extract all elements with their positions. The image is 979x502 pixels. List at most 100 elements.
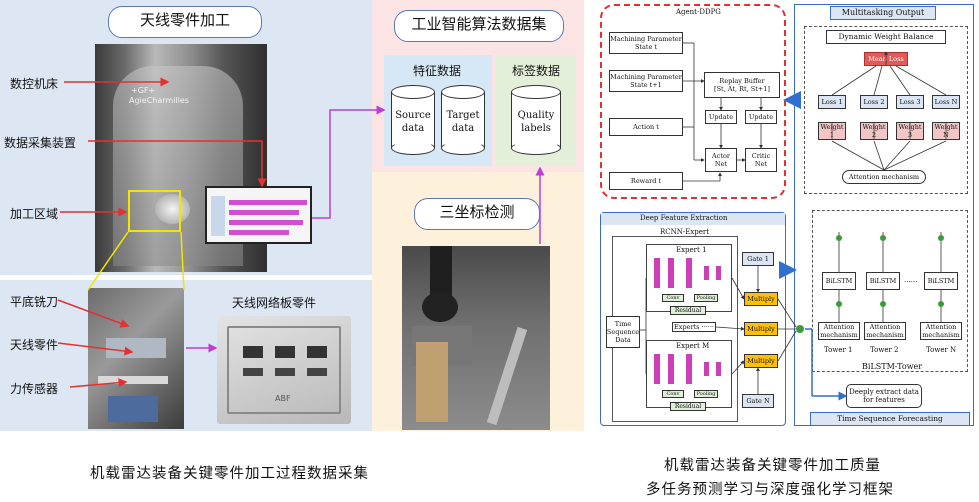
- actor-net-text: Actor Net: [712, 152, 730, 168]
- att1-box: Attention mechanism: [818, 322, 860, 340]
- time-input-box: Time Sequence Data: [606, 316, 640, 348]
- label-flat-cutter: 平底铣刀: [10, 295, 59, 309]
- source-text: Source data: [395, 110, 431, 134]
- tsf-text: Time Sequence Forecasting: [837, 414, 943, 423]
- agent-title: Agent-DDPG: [676, 8, 721, 16]
- residual1-text: Residual: [674, 306, 702, 314]
- residualM-box: Residual: [670, 402, 706, 411]
- bilstmN-text: BiLSTM: [927, 277, 955, 285]
- conv1-text: Conv: [666, 295, 680, 301]
- update-critic-text: Update: [748, 113, 774, 121]
- tower-dots: ······: [904, 278, 918, 286]
- attention-text: Attention mechanism: [848, 173, 920, 181]
- convM-text: Conv: [666, 391, 680, 397]
- expertM-title: Expert M: [676, 342, 710, 350]
- dataset-title: 工业智能算法数据集: [394, 10, 564, 42]
- tower2-label: Tower 2: [870, 346, 899, 354]
- loss3-text: Loss 3: [899, 98, 921, 106]
- quality-db-icon: Quality labels: [511, 85, 561, 155]
- label-data-acq: 数据采集装置: [4, 136, 77, 150]
- lossN-box: Loss N: [932, 95, 960, 109]
- right-caption-1: 机载雷达装备关键零件加工质量: [664, 458, 881, 474]
- label-force-sensor: 力传感器: [10, 382, 59, 396]
- critic-net-box: Critic Net: [745, 148, 777, 172]
- reward-box: Reward t: [609, 172, 683, 190]
- experts-text: Experts ······: [674, 323, 714, 331]
- multiply2-text: Multiply: [747, 325, 775, 333]
- source-db-icon: Source data: [391, 85, 435, 155]
- att2-box: Attention mechanism: [864, 322, 906, 340]
- part-stamp: ABF: [275, 394, 291, 403]
- left-caption: 机载雷达装备关键零件加工过程数据采集: [90, 466, 369, 482]
- loss3-box: Loss 3: [896, 95, 924, 109]
- multiply3-text: Multiply: [747, 357, 775, 365]
- antenna-panel-photo: ABF: [217, 316, 351, 424]
- replay-title: Replay Buffer: [719, 77, 765, 85]
- feature-title: 特征数据: [413, 64, 462, 78]
- reward-text: Reward t: [630, 177, 662, 185]
- gateN-text: Gate N: [746, 397, 770, 405]
- action-box: Action t: [609, 118, 683, 136]
- state-t1-box: Machining Parameter State t+1: [609, 70, 683, 92]
- machining-title: 天线零件加工: [108, 6, 262, 38]
- dwb-frame: [804, 26, 968, 194]
- machine-logo: +GF+: [131, 86, 156, 95]
- bilstm-tower-frame: [812, 210, 968, 372]
- bilstm1-text: BiLSTM: [825, 277, 853, 285]
- data-acq-monitor: [205, 186, 312, 244]
- action-text: Action t: [633, 123, 659, 131]
- label-machining-area: 加工区域: [10, 207, 59, 221]
- tsf-box: Time Sequence Forecasting: [810, 412, 970, 426]
- rcnn-title: RCNN-Expert: [660, 228, 710, 236]
- attN-text: Attention mechanism: [922, 323, 960, 339]
- bilstmN-box: BiLSTM: [924, 272, 958, 290]
- towerN-label: Tower N: [926, 346, 957, 354]
- loss1-box: Loss 1: [818, 95, 846, 109]
- sum-node: [796, 325, 804, 333]
- gate1-text: Gate 1: [747, 255, 769, 263]
- deep-feature-title: Deep Feature Extraction: [640, 214, 728, 222]
- critic-net-text: Critic Net: [751, 152, 771, 168]
- label-antenna-part: 天线零件: [10, 338, 59, 352]
- deep-feature-box: [600, 212, 786, 426]
- dwb-title: Dynamic Weight Balance: [838, 32, 934, 41]
- multitask-title-box: Multitasking Output: [830, 6, 936, 20]
- multitask-title: Multitasking Output: [841, 8, 925, 17]
- cmm-title: 三坐标检测: [414, 198, 540, 230]
- label-cnc: 数控机床: [10, 77, 59, 91]
- pooling1-box: Pooling: [694, 294, 718, 302]
- state-t1-text: Machining Parameter State t+1: [610, 73, 682, 89]
- panel-part-title: 天线网络板零件: [232, 296, 317, 310]
- target-text: Target data: [446, 110, 480, 134]
- state-t-box: Machining Parameter State t: [609, 32, 683, 54]
- residual1-box: Residual: [670, 306, 706, 315]
- loss2-text: Loss 2: [863, 98, 885, 106]
- attention-box: Attention mechanism: [842, 170, 926, 184]
- right-caption-2: 多任务预测学习与深度强化学习框架: [646, 482, 894, 498]
- quality-text: Quality labels: [517, 110, 555, 134]
- bilstm-tower-title: BiLSTM-Tower: [862, 362, 923, 371]
- residualM-text: Residual: [674, 402, 702, 410]
- pooling1-text: Pooling: [696, 295, 716, 301]
- att2-text: Attention mechanism: [866, 323, 904, 339]
- state-t-text: Machining Parameter State t: [610, 35, 682, 51]
- loss1-text: Loss 1: [821, 98, 843, 106]
- lossN-text: Loss N: [934, 98, 958, 106]
- replay-tuple: [St, At, Rt, St+1]: [714, 85, 770, 93]
- target-db-icon: Target data: [441, 85, 485, 155]
- machining-area-box: [128, 190, 181, 232]
- bilstm2-box: BiLSTM: [866, 272, 900, 290]
- poolingM-text: Pooling: [696, 391, 716, 397]
- experts-box: Experts ······: [672, 322, 716, 332]
- update-actor-text: Update: [708, 113, 734, 121]
- poolingM-box: Pooling: [694, 390, 718, 398]
- att1-text: Attention mechanism: [820, 323, 858, 339]
- replay-buffer-box: Replay Buffer [St, At, Rt, St+1]: [704, 72, 780, 98]
- dwb-title-box: Dynamic Weight Balance: [826, 30, 946, 44]
- conv1-box: Conv: [662, 294, 684, 302]
- deeply-text: Deeply extract data for features: [849, 388, 919, 404]
- label-title: 标签数据: [512, 64, 561, 78]
- actor-net-box: Actor Net: [705, 148, 737, 172]
- gateN-box: Gate N: [742, 394, 774, 408]
- multiply1-text: Multiply: [747, 295, 775, 303]
